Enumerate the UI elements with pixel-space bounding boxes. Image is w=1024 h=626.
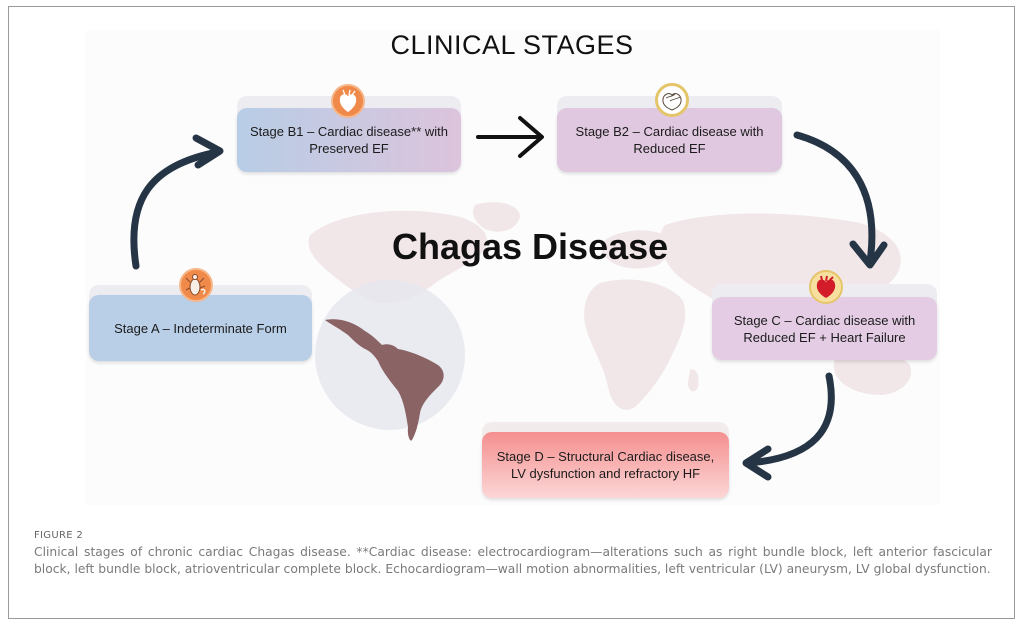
stage-c-label-line1: Stage C – Cardiac disease with bbox=[733, 312, 916, 328]
stage-a-label: Stage A – Indeterminate Form bbox=[114, 320, 287, 336]
heart-red-glyph bbox=[816, 275, 836, 298]
diagram-title: CLINICAL STAGES bbox=[390, 30, 634, 60]
stage-b1-box: Stage B1 – Cardiac disease** with Preser… bbox=[237, 108, 461, 172]
arrow-b2-to-c bbox=[793, 131, 888, 269]
stage-c-label-line2: Reduced EF + Heart Failure bbox=[743, 329, 906, 345]
stage-d-text: Stage D – Structural Cardiac disease, LV… bbox=[497, 448, 715, 482]
stage-b1-label-line1: Stage B1 – Cardiac disease** with bbox=[249, 124, 448, 139]
stage-b2-label-line2: Reduced EF bbox=[633, 141, 706, 156]
heart-outline-icon bbox=[655, 83, 689, 117]
stage-b2-box: Stage B2 – Cardiac disease with Reduced … bbox=[557, 108, 782, 172]
arrow-c-to-d bbox=[742, 372, 835, 481]
heart-red-icon bbox=[809, 270, 843, 304]
arrow-b1-to-b2 bbox=[476, 116, 544, 158]
triatomine-bug-icon bbox=[179, 268, 213, 302]
figure-caption: Clinical stages of chronic cardiac Chaga… bbox=[34, 545, 992, 576]
bug-glyph bbox=[185, 274, 206, 296]
heart-sketch-glyph bbox=[662, 93, 682, 111]
stage-d-label-line2: LV dysfunction and refractory HF bbox=[510, 466, 701, 481]
stage-b1-text: Stage B1 – Cardiac disease** with Preser… bbox=[250, 123, 448, 157]
stage-b2-text: Stage B2 – Cardiac disease with Reduced … bbox=[576, 123, 764, 157]
figure-label: FIGURE 2 bbox=[34, 530, 83, 541]
stage-c-box: Stage C – Cardiac disease with Reduced E… bbox=[712, 297, 937, 360]
center-title: Chagas Disease bbox=[392, 226, 669, 267]
heart-outline-icon bbox=[331, 84, 365, 118]
stage-b2-label-line1: Stage B2 – Cardiac disease with bbox=[575, 124, 764, 139]
latin-america-shape bbox=[325, 319, 444, 441]
arrow-a-to-b1 bbox=[130, 134, 224, 270]
stage-a-box: Stage A – Indeterminate Form bbox=[89, 295, 312, 361]
heart-glyph bbox=[339, 89, 357, 112]
stage-c-text: Stage C – Cardiac disease with Reduced E… bbox=[734, 312, 915, 346]
stage-b1-label-line2: Preserved EF bbox=[309, 141, 389, 156]
stage-d-box: Stage D – Structural Cardiac disease, LV… bbox=[482, 432, 729, 498]
stage-d-label-line1: Stage D – Structural Cardiac disease, bbox=[496, 449, 715, 464]
